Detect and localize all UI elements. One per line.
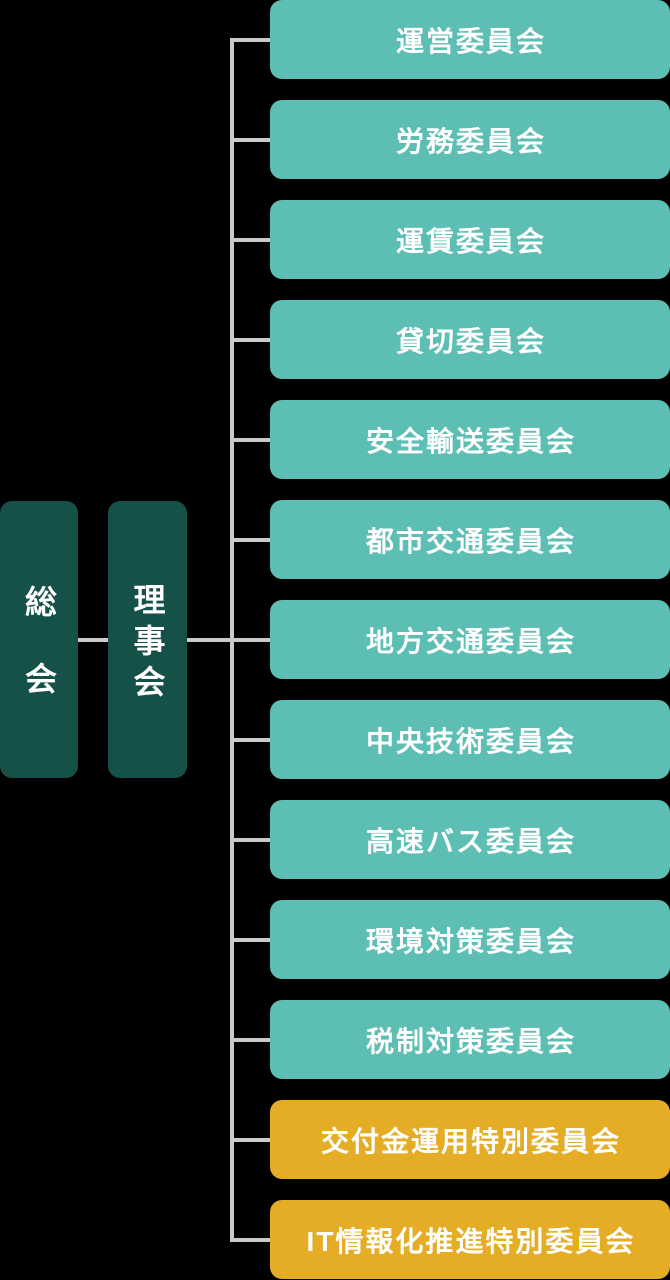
committee-label: 交付金運用特別委員会 (320, 1125, 621, 1157)
committee-label: IT情報化推進特別委員会 (306, 1225, 636, 1257)
committee-label: 環境対策委員会 (365, 925, 576, 957)
branch-line (230, 338, 270, 342)
committee-box: 安全輸送委員会 (270, 400, 670, 479)
branch-line (230, 938, 270, 942)
committee-box: 高速バス委員会 (270, 800, 670, 879)
committee-label: 税制対策委員会 (365, 1025, 576, 1057)
special-committee-box: IT情報化推進特別委員会 (270, 1200, 670, 1279)
committee-box: 貸切委員会 (270, 300, 670, 379)
branch-line (230, 538, 270, 542)
committee-label: 地方交通委員会 (365, 625, 576, 657)
board-trunk-connector-line (187, 638, 270, 642)
committee-box: 中央技術委員会 (270, 700, 670, 779)
committee-box: 地方交通委員会 (270, 600, 670, 679)
branch-line (230, 38, 270, 42)
committee-label: 貸切委員会 (395, 325, 546, 357)
committee-box: 運賃委員会 (270, 200, 670, 279)
general-assembly-label: 総会 (21, 585, 57, 739)
special-committee-box: 交付金運用特別委員会 (270, 1100, 670, 1179)
board-of-directors-box: 理事会 (108, 501, 187, 778)
committee-label: 運営委員会 (395, 25, 546, 57)
root-board-connector-line (78, 638, 108, 642)
branch-line (230, 138, 270, 142)
committee-label: 労務委員会 (395, 125, 546, 157)
branch-line (230, 1138, 270, 1142)
branch-line (230, 838, 270, 842)
board-of-directors-label: 理事会 (129, 582, 166, 706)
committee-label: 安全輸送委員会 (365, 425, 576, 457)
committee-box: 労務委員会 (270, 100, 670, 179)
general-assembly-box: 総会 (0, 501, 78, 778)
committee-box: 都市交通委員会 (270, 500, 670, 579)
branch-line (230, 438, 270, 442)
committee-box: 運営委員会 (270, 0, 670, 79)
committee-box: 税制対策委員会 (270, 1000, 670, 1079)
committee-label: 都市交通委員会 (365, 525, 576, 557)
branch-line (230, 238, 270, 242)
committee-box: 環境対策委員会 (270, 900, 670, 979)
committee-label: 高速バス委員会 (365, 825, 576, 857)
branch-line (230, 1038, 270, 1042)
branch-line (230, 1238, 270, 1242)
committee-label: 運賃委員会 (395, 225, 546, 257)
committee-label: 中央技術委員会 (365, 725, 576, 757)
branch-line (230, 738, 270, 742)
